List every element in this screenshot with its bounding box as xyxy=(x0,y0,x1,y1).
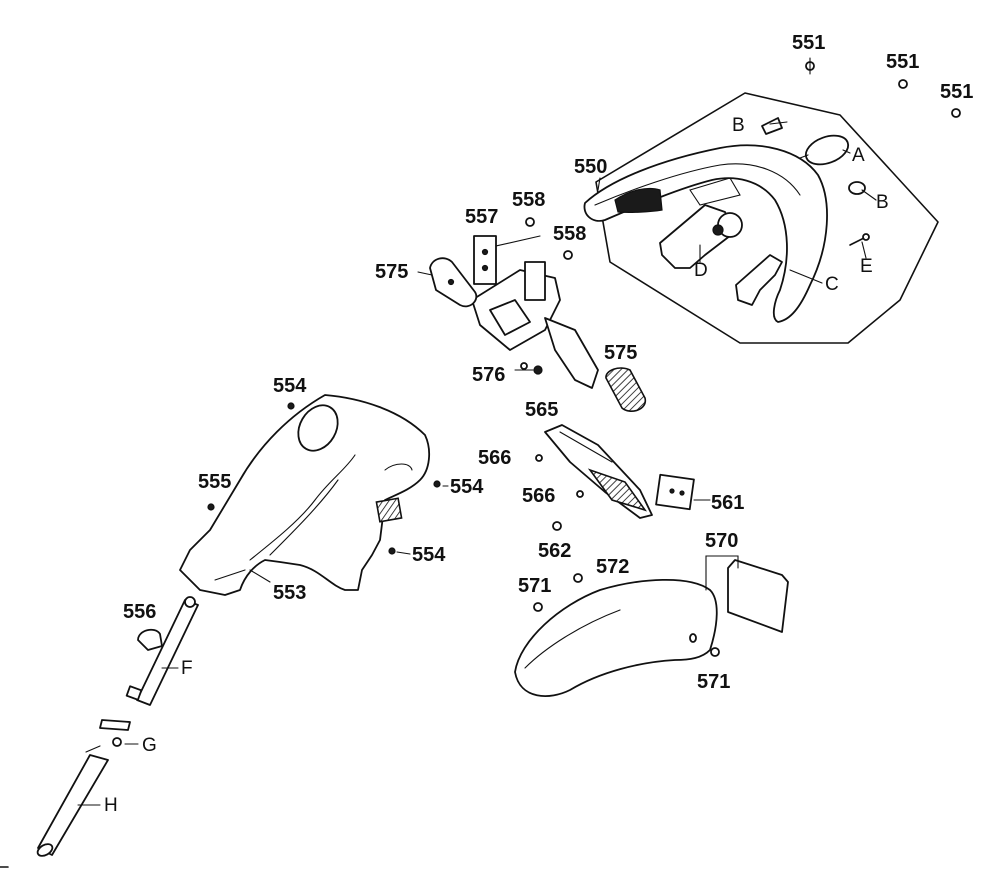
screw-566-a xyxy=(535,454,543,462)
letter-b-right: B xyxy=(876,192,889,213)
label-575-b: 575 xyxy=(604,342,637,364)
label-558-a: 558 xyxy=(512,189,545,211)
bulb-a xyxy=(804,134,850,166)
bracket-c xyxy=(735,254,783,306)
label-565: 565 xyxy=(525,399,558,421)
front-cover-553 xyxy=(179,394,449,596)
label-551-a: 551 xyxy=(792,32,825,54)
label-554-b: 554 xyxy=(450,476,484,498)
label-571-b: 571 xyxy=(697,671,730,693)
reflectors-575 xyxy=(417,257,647,412)
label-558-b: 558 xyxy=(553,223,586,245)
label-572: 572 xyxy=(596,556,629,578)
screw-558-a xyxy=(525,217,535,227)
label-570: 570 xyxy=(705,530,738,552)
rear-fender-assembly xyxy=(514,521,789,697)
label-556: 556 xyxy=(123,601,156,623)
screw-555 xyxy=(207,503,215,511)
letter-a: A xyxy=(852,145,865,166)
callout-labels: 551 551 551 550 557 558 558 575 575 576 … xyxy=(104,32,973,816)
label-562: 562 xyxy=(538,540,571,562)
label-551-b: 551 xyxy=(886,51,919,73)
screw-551-c xyxy=(951,108,961,118)
bulb-socket-d xyxy=(659,204,736,269)
letter-e: E xyxy=(860,256,873,277)
bulb-b-right xyxy=(848,181,866,195)
cover-553-body xyxy=(179,394,431,596)
clip-556 xyxy=(137,628,163,651)
rear-bracket-assembly xyxy=(471,217,599,389)
cover-553-opening xyxy=(297,404,339,452)
nut-562 xyxy=(552,521,562,531)
screw-571-b xyxy=(710,647,720,657)
screws-551 xyxy=(805,57,961,118)
letter-b-top: B xyxy=(732,115,745,136)
rod-h xyxy=(37,754,109,856)
bracket-557-arm xyxy=(544,317,599,389)
cover-553-vent xyxy=(375,497,403,523)
plate-561 xyxy=(655,473,695,511)
screw-558-b xyxy=(563,250,573,260)
label-566-b: 566 xyxy=(522,485,555,507)
label-553: 553 xyxy=(273,582,306,604)
letter-d: D xyxy=(694,260,708,281)
cable-assembly xyxy=(0,596,199,868)
label-571-a: 571 xyxy=(518,575,551,597)
fender-body xyxy=(514,578,718,697)
label-554-c: 554 xyxy=(412,544,446,566)
label-561: 561 xyxy=(711,492,744,514)
letter-f: F xyxy=(181,658,193,679)
screw-571-a xyxy=(533,602,543,612)
bolt-g xyxy=(99,719,131,731)
bulb-b-top xyxy=(761,117,783,135)
label-554-a: 554 xyxy=(273,375,307,397)
label-557: 557 xyxy=(465,206,498,228)
license-bracket-565 xyxy=(535,424,711,519)
tail-light-assembly xyxy=(583,92,939,344)
label-576: 576 xyxy=(472,364,505,386)
letter-h: H xyxy=(104,795,118,816)
tail-light-lamp-left xyxy=(614,187,663,213)
nut-576 xyxy=(533,365,543,375)
label-550: 550 xyxy=(574,156,607,178)
label-551-c: 551 xyxy=(940,81,973,103)
mud-flap xyxy=(727,559,789,633)
screw-551-b xyxy=(898,79,908,89)
screw-566-b xyxy=(576,490,584,498)
label-575-a: 575 xyxy=(375,261,408,283)
screw-554-c xyxy=(388,547,396,555)
label-555: 555 xyxy=(198,471,231,493)
reflector-575-right xyxy=(605,367,647,412)
screw-554-a xyxy=(287,402,295,410)
screw-572 xyxy=(573,573,583,583)
screw-554-b xyxy=(433,480,441,488)
letter-c: C xyxy=(825,274,839,295)
bracket-557-plate xyxy=(473,235,497,285)
letter-g: G xyxy=(142,735,157,756)
label-566-a: 566 xyxy=(478,447,511,469)
